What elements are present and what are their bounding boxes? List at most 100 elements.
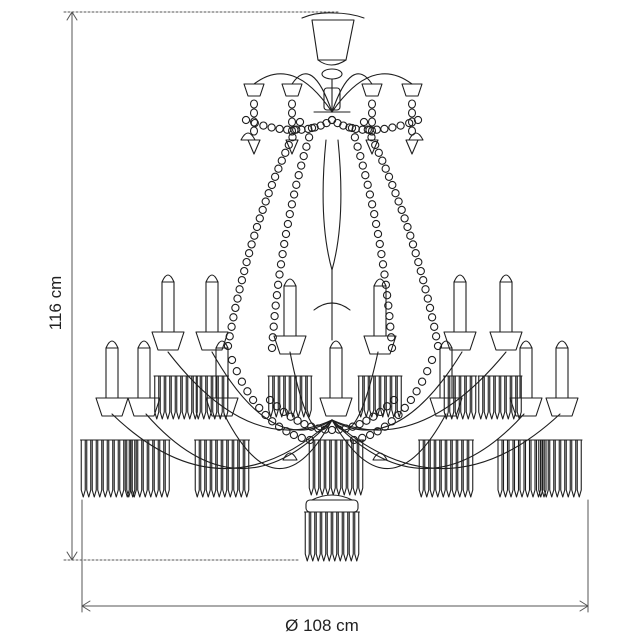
swag-bead (233, 294, 242, 303)
upper-cup (281, 83, 303, 97)
prism (457, 439, 463, 498)
swag-bead (378, 156, 387, 165)
prism (385, 375, 391, 418)
bell-drop (372, 452, 388, 461)
prism (284, 375, 290, 418)
candle (205, 281, 219, 333)
prism (319, 439, 325, 496)
swag-bead (304, 124, 313, 134)
swag-bead (270, 172, 280, 181)
swag-bead (416, 266, 425, 276)
prism (301, 375, 307, 418)
bell-drop (240, 132, 256, 141)
prism (446, 439, 452, 498)
swag-bead (240, 266, 249, 276)
prism (429, 439, 435, 498)
swag-bead (235, 285, 244, 294)
prism (354, 511, 360, 562)
swag-bead (381, 164, 390, 173)
swag-bead (427, 313, 437, 322)
swag-bead (237, 276, 247, 285)
swag-bead (275, 270, 284, 279)
height-bottom-arrow (66, 551, 78, 561)
bead (367, 117, 377, 127)
bead (249, 117, 259, 127)
candle-flame (519, 340, 533, 349)
swag-bead (400, 214, 409, 223)
lower-arm (211, 351, 333, 431)
width-right-arrow (579, 600, 589, 612)
swag-bead (371, 140, 380, 150)
swag-bead (304, 133, 314, 142)
candle (555, 347, 569, 399)
swag-bead (310, 123, 319, 132)
swag-bead (394, 410, 403, 420)
bead (287, 99, 297, 109)
swag-bead (350, 133, 360, 142)
bobeche (443, 331, 477, 351)
prism (126, 439, 132, 498)
prism (227, 439, 233, 498)
prism (181, 375, 187, 420)
swag-bead (241, 115, 251, 125)
prism (217, 375, 223, 420)
prism (244, 439, 250, 498)
bead (249, 108, 259, 118)
swag-bead (268, 417, 277, 426)
swag-bead (268, 333, 277, 342)
swag-bead (345, 123, 354, 132)
prism (560, 439, 566, 498)
swag-bead (250, 118, 259, 128)
candle-flame (499, 274, 513, 283)
swag-bead (406, 231, 415, 240)
swag-bead (302, 142, 311, 151)
lower-arm (331, 351, 507, 431)
prism (159, 439, 165, 498)
swag-bead (242, 257, 251, 267)
prism (159, 375, 165, 420)
drop (285, 139, 299, 155)
prism (211, 439, 217, 498)
prism (295, 375, 301, 418)
swag-bead (348, 422, 357, 431)
upper-arm (331, 73, 373, 113)
candle (329, 347, 343, 399)
swag-bead (264, 189, 273, 198)
prism (478, 375, 484, 420)
bottom-tassel (305, 494, 359, 513)
lower-arms (111, 351, 561, 470)
swag-bead (258, 205, 267, 215)
swag-bead (272, 291, 282, 300)
swag-bead (273, 280, 283, 289)
swag-bead (283, 219, 293, 229)
candle (453, 281, 467, 333)
prism (369, 375, 375, 418)
prism (86, 439, 92, 498)
bobeche (151, 331, 185, 351)
prism (194, 439, 200, 498)
prism (348, 511, 354, 562)
swag-bead (388, 180, 397, 190)
prism (519, 439, 525, 498)
swag-bead (380, 270, 389, 279)
swag-bead (433, 341, 443, 351)
prism (454, 375, 460, 420)
swag-bead (267, 343, 277, 353)
prism (119, 439, 125, 498)
swag-bead (394, 197, 403, 206)
prism (549, 439, 555, 498)
swag-bead (413, 115, 423, 125)
bobeche (489, 331, 523, 351)
swag-bead (247, 240, 256, 249)
swag-bead (373, 427, 382, 436)
drop (247, 139, 261, 155)
swag-bead (231, 303, 240, 313)
lower-arm (331, 413, 447, 470)
bell-drop (408, 132, 424, 141)
bead (407, 108, 417, 118)
candle (373, 285, 387, 337)
swag-bead (411, 249, 420, 258)
swag-bead (372, 125, 381, 134)
bead (249, 99, 259, 109)
prism (201, 375, 207, 420)
